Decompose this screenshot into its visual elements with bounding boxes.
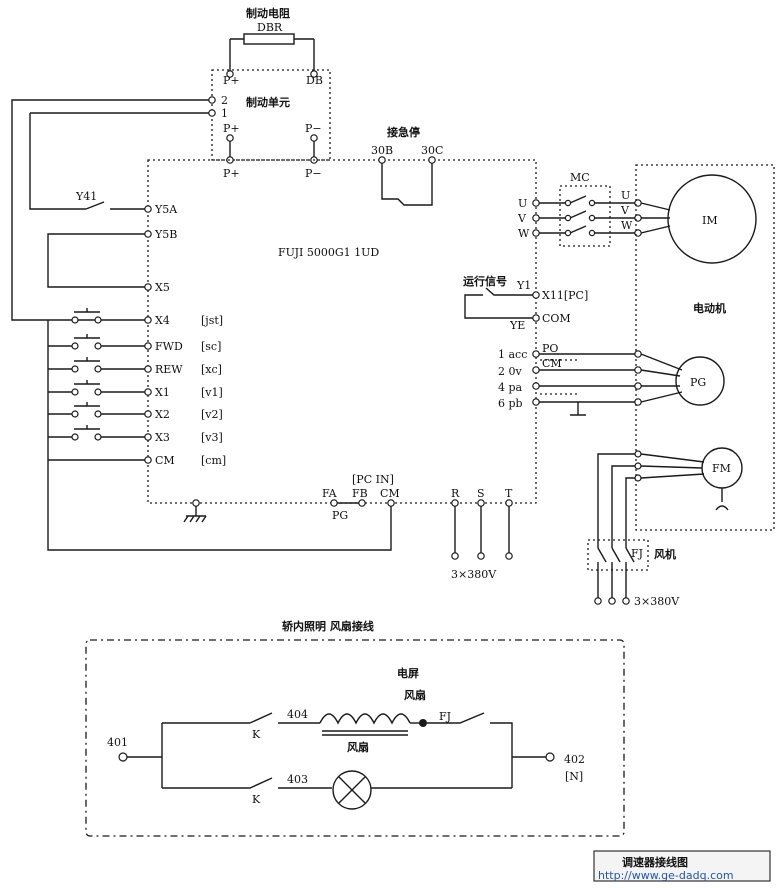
motor-im bbox=[667, 174, 757, 264]
ov-label: 2 0v bbox=[498, 365, 522, 378]
mc-label: MC bbox=[570, 171, 590, 184]
terminal-1-label: 1 bbox=[221, 107, 228, 120]
input-y5b-label: Y5B bbox=[154, 228, 177, 241]
input-x2-code: [v2] bbox=[201, 408, 223, 421]
k2-label: K bbox=[252, 793, 261, 806]
fj-switch-label: FJ bbox=[439, 710, 451, 723]
input-x2-label: X2 bbox=[155, 408, 170, 421]
input-fwd-label: FWD bbox=[155, 340, 183, 353]
t403-label: 403 bbox=[287, 773, 308, 786]
fj-label: FJ bbox=[631, 547, 643, 560]
estop-label: 接急停 bbox=[387, 125, 420, 139]
input-rew-label: REW bbox=[155, 363, 183, 376]
motor-box bbox=[635, 164, 775, 531]
terminal-p-plus-top bbox=[226, 70, 234, 78]
fan-top-label: 风扇 bbox=[404, 688, 426, 702]
p-plus-top-label: P+ bbox=[223, 74, 240, 87]
com-label: COM bbox=[542, 312, 571, 325]
cm-pg-label: CM bbox=[542, 357, 562, 370]
p-minus-bot-label: P− bbox=[305, 167, 322, 180]
db-label: DB bbox=[306, 74, 323, 87]
fm-label: FM bbox=[712, 462, 731, 475]
fj-box bbox=[587, 539, 649, 571]
input-x5-label: X5 bbox=[155, 281, 170, 294]
t404-label: 404 bbox=[287, 708, 308, 721]
input-cm-code: [cm] bbox=[201, 454, 226, 467]
dbr-label: DBR bbox=[257, 21, 283, 34]
main-supply-label: 3×380V bbox=[451, 568, 497, 581]
braking-resistor bbox=[243, 33, 295, 45]
title-stamp-text: 调速器接线图 bbox=[622, 855, 688, 869]
p-minus-mid-label: P− bbox=[305, 122, 322, 135]
pa-label: 4 pa bbox=[498, 381, 523, 394]
t401-label: 401 bbox=[107, 736, 128, 749]
v-out-label: V bbox=[620, 204, 630, 217]
fan-coil-label: 风扇 bbox=[347, 740, 369, 754]
input-x3-code: [v3] bbox=[201, 431, 223, 444]
v-in-label: V bbox=[517, 212, 527, 225]
t402-label: 402 bbox=[564, 753, 585, 766]
r-label: R bbox=[451, 487, 460, 500]
x11pc-label: X11[PC] bbox=[542, 289, 588, 302]
cm-bottom-label: CM bbox=[380, 487, 400, 500]
braking-unit-label: 制动单元 bbox=[246, 95, 290, 109]
input-x1-label: X1 bbox=[155, 386, 170, 399]
fb-label: FB bbox=[352, 487, 368, 500]
w-out-label: W bbox=[621, 219, 633, 232]
watermark: http://www.ge-dadq.com bbox=[598, 869, 734, 882]
input-cm-label: CM bbox=[155, 454, 175, 467]
t30c-label: 30C bbox=[421, 144, 443, 157]
y41-label: Y41 bbox=[75, 190, 97, 203]
braking-resistor-label: 制动电阻 bbox=[246, 6, 290, 20]
terminal-2 bbox=[208, 96, 216, 104]
s-label: S bbox=[477, 487, 485, 500]
inverter-box bbox=[147, 159, 537, 504]
t-label: T bbox=[505, 487, 513, 500]
u-out-label: U bbox=[621, 189, 630, 202]
input-x1-code: [v1] bbox=[201, 386, 223, 399]
po-label: PO bbox=[542, 342, 558, 355]
input-x4-label: X4 bbox=[155, 314, 170, 327]
motor-im-label: IM bbox=[702, 214, 718, 227]
acc-label: 1 acc bbox=[498, 348, 527, 361]
input-contacts bbox=[47, 308, 145, 545]
pg-label: PG bbox=[690, 376, 706, 389]
pcin-label: [PC IN] bbox=[352, 473, 394, 486]
input-x4-code: [jst] bbox=[201, 314, 223, 327]
fan-supply-label: 3×380V bbox=[634, 595, 680, 608]
y1-label: Y1 bbox=[516, 279, 531, 292]
fa-label: FA bbox=[322, 487, 338, 500]
input-fwd-code: [sc] bbox=[201, 340, 221, 353]
u-in-label: U bbox=[518, 197, 527, 210]
inverter-model-label: FUJI 5000G1 1UD bbox=[278, 246, 379, 259]
lamp bbox=[332, 770, 372, 810]
fan-label: 风机 bbox=[654, 547, 676, 561]
mc-box bbox=[559, 185, 611, 247]
w-in-label: W bbox=[518, 227, 530, 240]
ye-label: YE bbox=[509, 319, 525, 332]
t30b-label: 30B bbox=[371, 144, 393, 157]
pg-bottom-label: PG bbox=[332, 509, 348, 522]
run-signal-label: 运行信号 bbox=[463, 274, 507, 288]
encoder-pg bbox=[675, 356, 725, 406]
p-plus-bot-label: P+ bbox=[223, 167, 240, 180]
section-title: 轿内照明 风扇接线 bbox=[282, 619, 374, 633]
motor-label: 电动机 bbox=[693, 301, 726, 315]
neutral-label: [N] bbox=[565, 770, 583, 783]
p-plus-mid-label: P+ bbox=[223, 122, 240, 135]
elec-screen-label: 电屏 bbox=[397, 666, 419, 680]
k1-label: K bbox=[252, 728, 261, 741]
fan-coil bbox=[319, 713, 411, 725]
lighting-fan-box bbox=[85, 639, 625, 837]
terminal-2-label: 2 bbox=[221, 94, 228, 107]
input-rew-code: [xc] bbox=[201, 363, 222, 376]
terminal-1 bbox=[208, 109, 216, 117]
input-y5a-label: Y5A bbox=[154, 203, 178, 216]
input-x3-label: X3 bbox=[155, 431, 170, 444]
pb-label: 6 pb bbox=[498, 397, 523, 410]
title-stamp bbox=[593, 850, 771, 882]
terminal-db bbox=[310, 70, 318, 78]
